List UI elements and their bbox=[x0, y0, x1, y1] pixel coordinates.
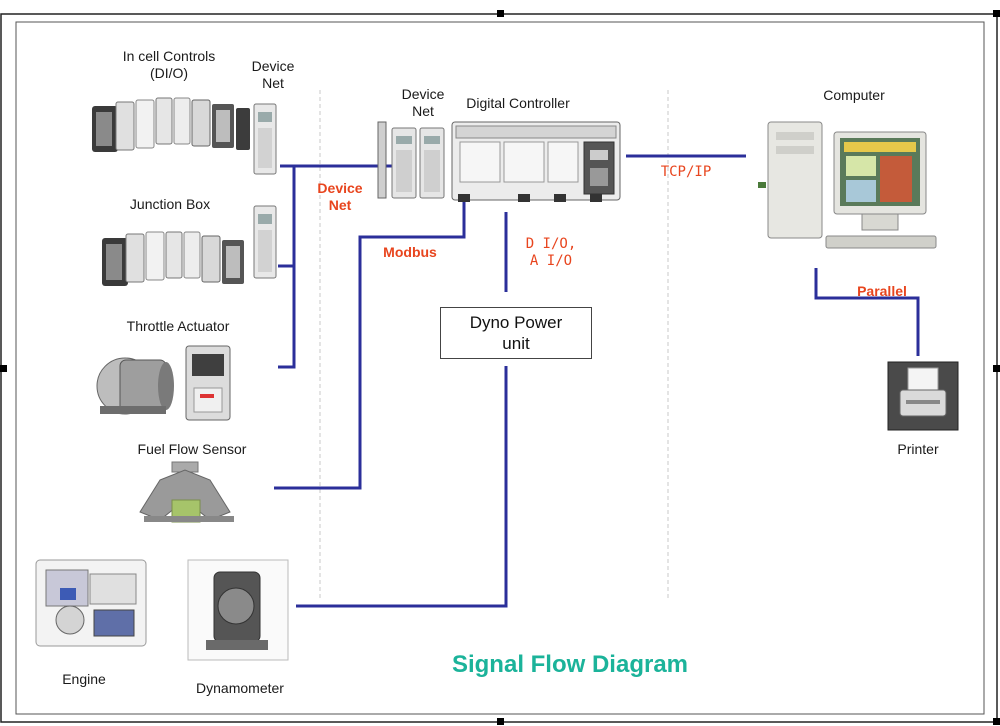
label-device-net-left-text: Device Net bbox=[251, 58, 295, 91]
handle-top bbox=[497, 10, 504, 17]
printer-image bbox=[887, 361, 959, 431]
label-device-net-center: Device Net bbox=[390, 86, 456, 120]
conn-label-device-net: Device Net bbox=[300, 180, 380, 214]
center-device-net-modules bbox=[377, 121, 445, 199]
wire-devicenet-bus bbox=[278, 166, 296, 369]
in-cell-controls-image bbox=[92, 97, 250, 152]
handle-left bbox=[0, 365, 7, 372]
wires bbox=[274, 154, 920, 608]
label-computer: Computer bbox=[823, 87, 885, 103]
label-fuel-flow-sensor: Fuel Flow Sensor bbox=[137, 441, 247, 457]
label-in-cell-controls-text: In cell Controls (DI/O) bbox=[122, 48, 216, 81]
computer-image bbox=[758, 121, 937, 249]
fuel-flow-sensor-image bbox=[139, 461, 234, 523]
device-net-module-junction bbox=[253, 205, 277, 279]
label-throttle-actuator: Throttle Actuator bbox=[126, 318, 230, 334]
dyno-power-unit-label: Dyno Power unit bbox=[469, 313, 563, 353]
diagram-title: Signal Flow Diagram bbox=[451, 651, 689, 678]
conn-label-dio-aio: D I/O, A I/O bbox=[516, 236, 586, 270]
handle-bottom bbox=[497, 718, 504, 725]
conn-label-modbus: Modbus bbox=[383, 244, 437, 260]
label-digital-controller: Digital Controller bbox=[466, 95, 570, 111]
conn-label-parallel: Parallel bbox=[857, 283, 907, 299]
conn-label-device-net-text: Device Net bbox=[317, 180, 363, 213]
device-net-module-top bbox=[253, 103, 277, 175]
label-engine: Engine bbox=[62, 671, 106, 687]
wire-dyno-power bbox=[296, 366, 508, 608]
throttle-actuator-image bbox=[96, 345, 231, 421]
label-printer: Printer bbox=[897, 441, 939, 457]
junction-box-image bbox=[102, 231, 244, 286]
label-device-net-center-text: Device Net bbox=[401, 86, 445, 119]
label-device-net-left: Device Net bbox=[240, 58, 306, 92]
conn-label-dio-aio-text: D I/O, A I/O bbox=[525, 236, 577, 269]
dyno-power-unit-box: Dyno Power unit bbox=[440, 307, 592, 359]
wire-modbus bbox=[274, 195, 466, 490]
dynamometer-image bbox=[187, 559, 289, 661]
handle-bottom-right bbox=[993, 718, 1000, 725]
label-dynamometer: Dynamometer bbox=[196, 680, 284, 696]
inner-frame bbox=[15, 21, 985, 715]
conn-label-tcpip: TCP/IP bbox=[660, 164, 712, 180]
handle-right bbox=[993, 365, 1000, 372]
engine-image bbox=[35, 559, 147, 647]
handle-top-right bbox=[993, 10, 1000, 17]
label-in-cell-controls: In cell Controls (DI/O) bbox=[104, 48, 234, 82]
digital-controller-image bbox=[451, 121, 621, 202]
wire-parallel bbox=[814, 268, 920, 356]
label-junction-box: Junction Box bbox=[129, 196, 211, 212]
